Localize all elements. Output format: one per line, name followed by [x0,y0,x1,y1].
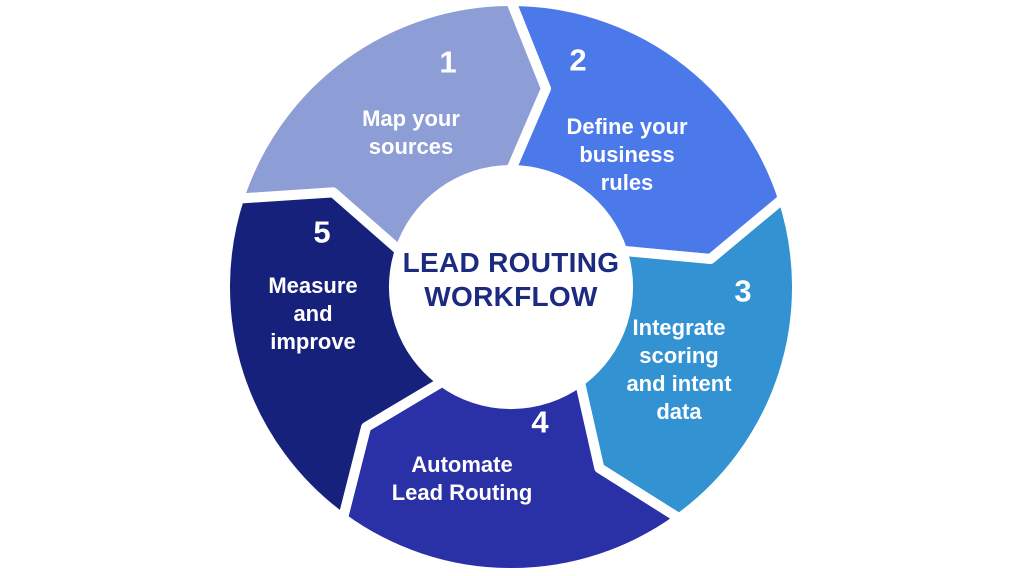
segment-5-number: 5 [313,214,331,250]
segment-3-shape [574,193,802,524]
segment-1-shape [234,0,551,256]
diagram-title: LEAD ROUTING WORKFLOW [402,247,620,312]
segment-4-number: 4 [531,404,549,440]
segment-5-label: Measure and improve [268,273,358,354]
segment-3-label: Integrate scoring and intent data [626,315,732,424]
segment-1-number: 1 [439,44,457,80]
segment-1-label: Map your sources [362,106,460,159]
segment-2-shape [506,0,788,264]
segment-5-shape [220,187,448,524]
segment-2-number: 2 [569,42,587,78]
segment-3-number: 3 [734,273,752,309]
segment-4-shape [337,376,685,576]
segment-4-label: Automate Lead Routing [391,452,533,505]
segment-2-label: Define your business rules [566,114,688,195]
